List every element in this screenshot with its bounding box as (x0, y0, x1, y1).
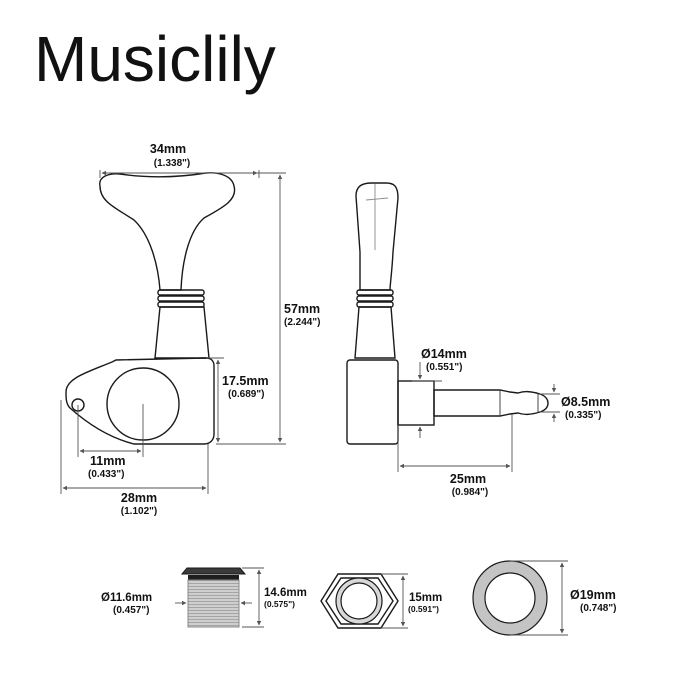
dim-25mm-label: 25mm (450, 472, 486, 486)
dim-57mm-inch: (2.244") (284, 317, 320, 328)
side-key-blade (355, 182, 399, 291)
washer-dimensions: Ø19mm (0.748") (510, 560, 616, 636)
hex-nut (320, 573, 399, 629)
ferrule-rim (188, 575, 239, 580)
dim-14-6mm-inch: (0.575") (264, 599, 295, 609)
dim-28mm-inch: (1.102") (121, 506, 157, 517)
side-ring (356, 301, 394, 308)
dim-8-5mm-label: Ø8.5mm (561, 395, 610, 409)
dim-11-6mm-label: Ø11.6mm (101, 592, 152, 604)
side-view (346, 182, 549, 445)
dim-14mm-label: Ø14mm (421, 347, 467, 361)
dim-34mm-label: 34mm (150, 142, 186, 156)
ferrule-thread (187, 579, 240, 628)
dim-11mm-inch: (0.433") (88, 469, 124, 480)
side-ring (356, 289, 394, 296)
brand-logo: Musiclily (34, 23, 276, 95)
dim-15mm-inch: (0.591") (408, 604, 439, 614)
side-ring (356, 295, 394, 302)
ferrule-cap (180, 567, 247, 575)
washer-hole (484, 572, 536, 624)
dim-28mm-label: 28mm (121, 491, 157, 505)
nut-bore (340, 582, 378, 620)
dim-17-5mm-label: 17.5mm (222, 374, 269, 388)
dim-11mm-label: 11mm (90, 454, 125, 468)
washer (472, 560, 548, 636)
dim-57mm-label: 57mm (284, 302, 320, 316)
key-ring (157, 301, 205, 308)
key-shaft (154, 306, 210, 359)
nut-inner-edge (325, 577, 394, 625)
dim-15mm-label: 15mm (409, 592, 442, 604)
dim-19mm-inch: (0.748") (580, 603, 616, 614)
ferrule-dimensions: Ø11.6mm (0.457") 14.6mm (0.575") (101, 567, 307, 628)
tuning-post (433, 389, 549, 417)
side-housing (346, 359, 399, 445)
tuner-key-button (99, 172, 236, 291)
ferrule-part (180, 567, 247, 628)
tuner-housing (65, 357, 215, 445)
dim-34mm-inch: (1.338") (154, 158, 190, 169)
nut-dimensions: 15mm (0.591") (381, 573, 442, 629)
dim-25mm-inch: (0.984") (452, 487, 488, 498)
dim-14mm-inch: (0.551") (426, 362, 462, 373)
front-view (65, 172, 236, 445)
key-ring (157, 289, 205, 296)
side-bushing (397, 380, 435, 426)
dim-8-5mm-inch: (0.335") (565, 410, 601, 421)
front-dimensions: 34mm (1.338") 57mm (2.244") 17.5mm (0.68… (60, 142, 320, 517)
dim-11-6mm-inch: (0.457") (113, 605, 149, 616)
side-shaft (354, 306, 396, 359)
side-dimensions: Ø14mm (0.551") Ø8.5mm (0.335") 25mm (0.9… (397, 347, 610, 498)
dim-14-6mm-label: 14.6mm (264, 587, 307, 599)
dim-19mm-label: Ø19mm (570, 588, 616, 602)
dim-17-5mm-inch: (0.689") (228, 389, 264, 400)
key-ring (157, 295, 205, 302)
